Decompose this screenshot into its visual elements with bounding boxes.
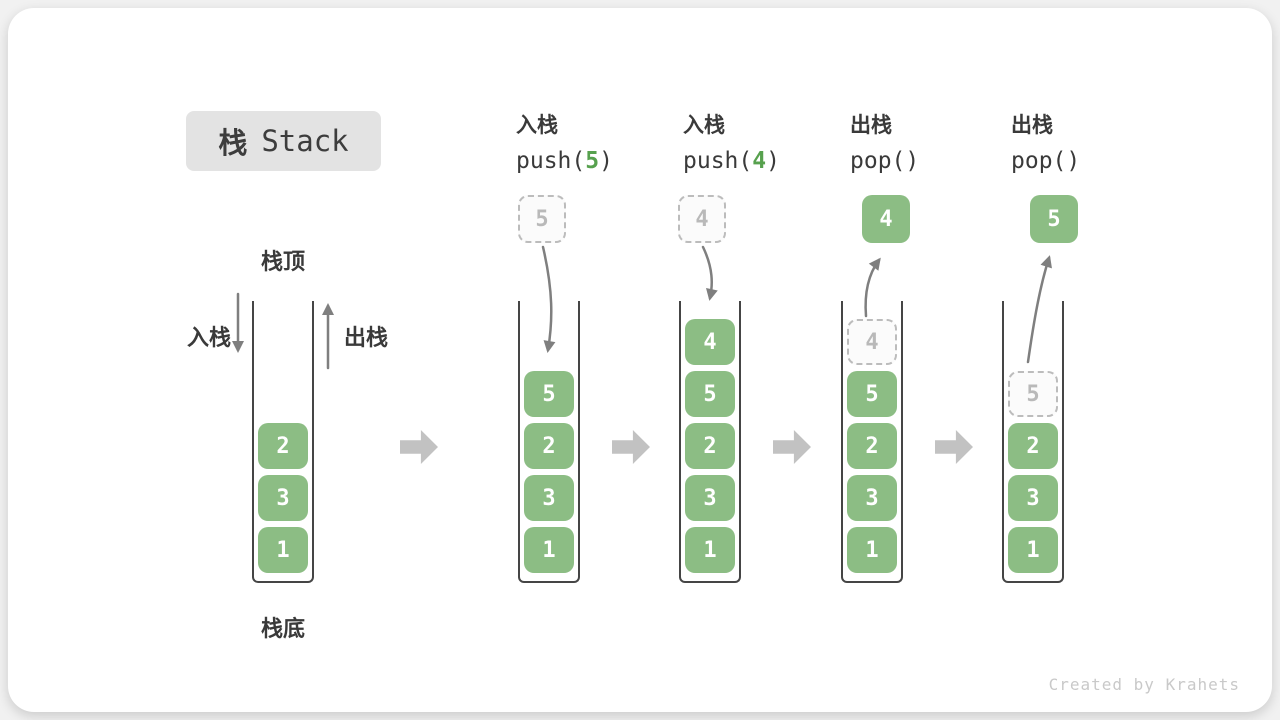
stack-cell: 3 [685, 475, 735, 521]
operation-header: 入栈 push(5) [516, 109, 613, 174]
operation-header: 入栈 push(4) [683, 109, 780, 174]
floating-value-box: 4 [862, 195, 910, 243]
call-close: ) [1066, 148, 1081, 174]
stack-cell: 4 [685, 319, 735, 365]
stack-bottom-label: 栈底 [260, 617, 305, 642]
operation-call-label: pop() [850, 148, 919, 174]
stack-cell: 5 [685, 371, 735, 417]
stack-cell: 2 [524, 423, 574, 469]
stack-top-label: 栈顶 [260, 250, 305, 275]
stack-cell: 2 [847, 423, 897, 469]
title-cjk: 栈 [218, 126, 248, 160]
stack-cell: 3 [1008, 475, 1058, 521]
stack-container: 5 2 3 1 [1002, 301, 1064, 583]
operation-call-label: pop() [1011, 148, 1080, 174]
stack-cell: 2 [258, 423, 308, 469]
title-latin: Stack [261, 124, 349, 158]
operation-call-label: push(5) [516, 148, 613, 174]
call-arg: 5 [585, 148, 600, 174]
stack-cell: 4 [847, 319, 897, 365]
operation-action-label: 出栈 [1011, 113, 1053, 137]
operation-action-label: 入栈 [516, 113, 558, 137]
stack-cell: 5 [1008, 371, 1058, 417]
operation-action-label: 入栈 [683, 113, 725, 137]
floating-value-box: 5 [518, 195, 566, 243]
operation-action-label: 出栈 [850, 113, 892, 137]
call-close: ) [905, 148, 920, 174]
stack-container: 4 5 2 3 1 [841, 301, 903, 583]
floating-value-box: 4 [678, 195, 726, 243]
operation-call-label: push(4) [683, 148, 780, 174]
stack-cell: 3 [524, 475, 574, 521]
title-box: 栈 Stack [186, 111, 381, 171]
push-direction-label: 入栈 [187, 326, 232, 351]
operation-header: 出栈 pop() [1011, 109, 1080, 174]
floating-value-box: 5 [1030, 195, 1078, 243]
watermark: Created by Krahets [1048, 675, 1240, 694]
stack-container: 2 3 1 [252, 301, 314, 583]
stack-container: 5 2 3 1 [518, 301, 580, 583]
stack-cell: 3 [258, 475, 308, 521]
stack-cell: 2 [1008, 423, 1058, 469]
pop-direction-label: 出栈 [344, 326, 389, 351]
call-fn: push( [683, 148, 753, 174]
call-fn: push( [516, 148, 586, 174]
stack-cell: 1 [258, 527, 308, 573]
stack-cell: 1 [1008, 527, 1058, 573]
call-close: ) [766, 148, 780, 174]
stack-cell: 1 [847, 527, 897, 573]
stack-cell: 3 [847, 475, 897, 521]
stack-cell: 5 [847, 371, 897, 417]
stack-container: 4 5 2 3 1 [679, 301, 741, 583]
call-arg: 4 [752, 148, 767, 174]
stack-cell: 5 [524, 371, 574, 417]
stack-cell: 2 [685, 423, 735, 469]
operation-header: 出栈 pop() [850, 109, 919, 174]
call-close: ) [599, 148, 613, 174]
call-fn: pop( [850, 148, 906, 174]
stack-cell: 1 [685, 527, 735, 573]
stack-cell: 1 [524, 527, 574, 573]
call-fn: pop( [1011, 148, 1067, 174]
